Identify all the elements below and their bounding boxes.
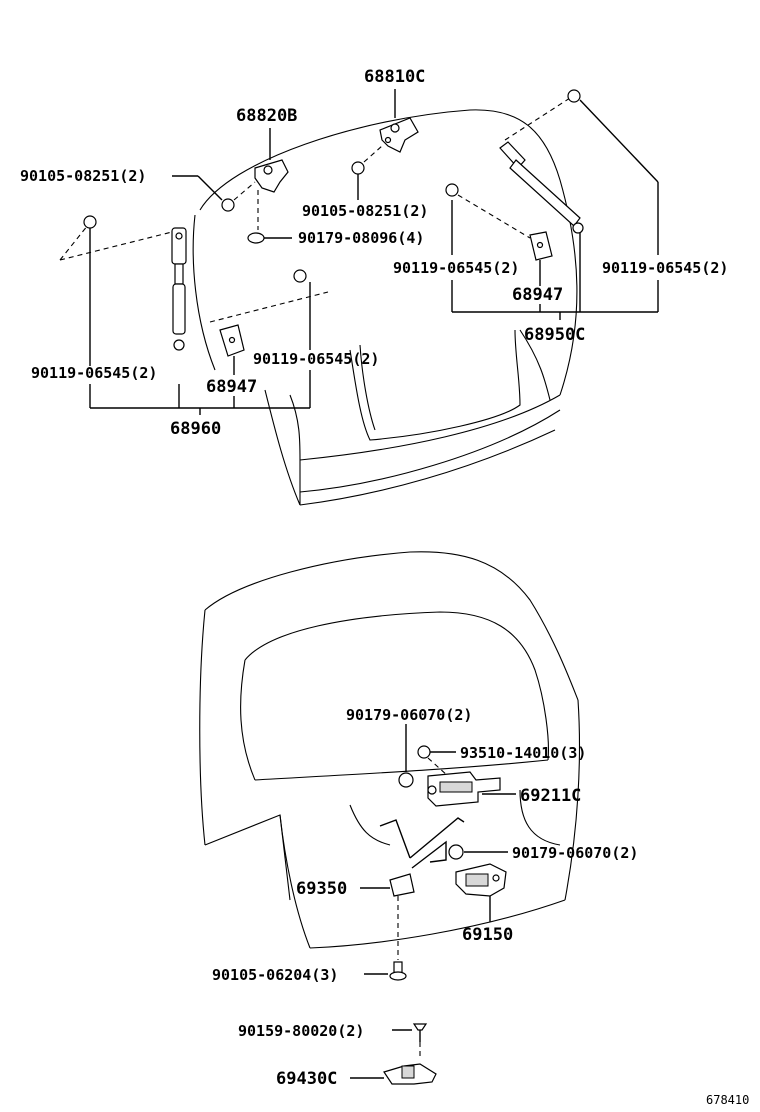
damper-stay-right [499, 89, 584, 234]
label-90179-06070-lower: 90179-06070(2) [512, 844, 638, 862]
bolt-90105-08251-right [351, 145, 383, 200]
leader-68960 [89, 370, 311, 415]
clip-90179-06070-lower [448, 844, 508, 860]
part-labels: 68810C 68820B 90105-08251(2) 90105-08251… [20, 67, 749, 1107]
label-90159-80020: 90159-80020(2) [238, 1022, 364, 1040]
label-90179-08096: 90179-08096(4) [298, 229, 424, 247]
back-door-outline-upper [192, 109, 578, 506]
label-69430c: 69430C [276, 1069, 337, 1089]
bolt-90119-06545-right [579, 99, 659, 312]
clip-90179-06070-upper [398, 724, 414, 788]
label-90119-06545-upper-right-a: 90119-06545(2) [393, 259, 519, 277]
bolt-93510-14010 [417, 745, 456, 777]
label-68960: 68960 [170, 419, 221, 439]
lock-assy-69150 [455, 863, 507, 922]
label-68947-right: 68947 [512, 285, 563, 305]
bolt-90119-06545-left [83, 215, 97, 366]
label-90105-06204: 90105-06204(3) [212, 966, 338, 984]
label-69211c: 69211C [520, 786, 581, 806]
back-door-outline-lower [199, 551, 581, 949]
label-90119-06545-middle: 90119-06545(2) [253, 350, 379, 368]
bolt-90105-08251-left [172, 175, 256, 212]
label-69150: 69150 [462, 925, 513, 945]
screw-90159-80020 [392, 1023, 428, 1060]
label-68820b: 68820B [236, 106, 297, 126]
bolt-90119-06545-middle [293, 269, 311, 350]
bolt-90105-06204 [364, 961, 407, 981]
leader-68950c [451, 280, 658, 320]
hinge-68810c [379, 89, 419, 153]
damper-stay-left [59, 224, 187, 351]
bracket-68947-left [209, 291, 329, 375]
lock-69211c [427, 771, 516, 807]
striker-69430c [350, 1063, 437, 1085]
label-69350: 69350 [296, 879, 347, 899]
label-90105-08251-left: 90105-08251(2) [20, 167, 146, 185]
label-68950c: 68950C [524, 325, 585, 345]
label-68947-left: 68947 [206, 377, 257, 397]
label-90119-06545-left: 90119-06545(2) [31, 364, 157, 382]
label-90119-06545-upper-right-b: 90119-06545(2) [602, 259, 728, 277]
hinge-68820b [254, 128, 289, 230]
figure-id: 678410 [706, 1093, 749, 1107]
rod-69350 [360, 817, 465, 960]
label-90179-06070-upper: 90179-06070(2) [346, 706, 472, 724]
label-93510-14010: 93510-14010(3) [460, 744, 586, 762]
bracket-68947-right [445, 183, 581, 312]
label-90105-08251-right: 90105-08251(2) [302, 202, 428, 220]
clip-90179-08096 [247, 232, 292, 244]
label-68810c: 68810C [364, 67, 425, 87]
